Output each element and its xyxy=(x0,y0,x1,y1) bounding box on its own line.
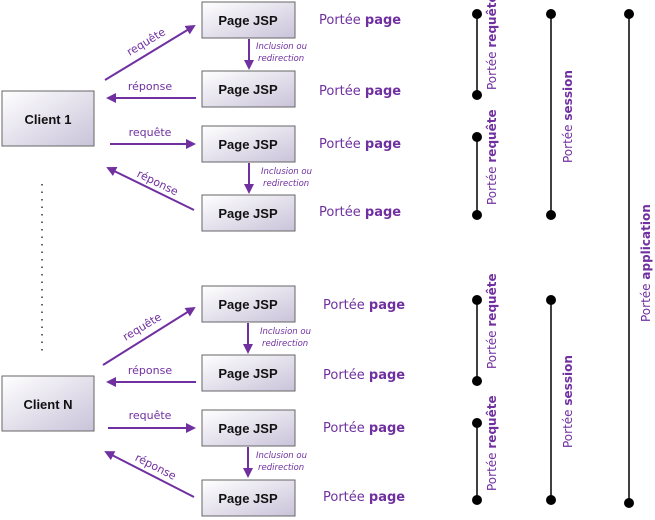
requete-scope-bar: Portée requête xyxy=(472,0,499,100)
inclusion-label-line2: redirection xyxy=(258,54,304,64)
reponse-label: réponse xyxy=(128,364,172,377)
portee-requete-label: Portée requête xyxy=(485,395,499,491)
requete-scope-bar: Portée requête xyxy=(472,273,499,386)
portee-requete-label: Portée requête xyxy=(485,273,499,369)
portee-session-label: Portée session xyxy=(561,70,575,163)
inclusion-label-line2: redirection xyxy=(263,179,309,189)
client-n-label: Client N xyxy=(23,397,72,412)
portee-session-label: Portée session xyxy=(561,355,575,448)
portee-application-label: Portée application xyxy=(639,204,653,322)
reponse-arrow xyxy=(104,451,195,498)
page-box-label: Page JSP xyxy=(218,82,278,97)
portee-page-label: Portée page xyxy=(319,205,401,220)
requete-scope-bar: Portée requête xyxy=(472,395,499,505)
page-box: Page JSP xyxy=(201,1,296,39)
portee-page-label: Portée page xyxy=(319,13,401,28)
portee-page-label: Portée page xyxy=(319,137,401,152)
portee-requete-label: Portée requête xyxy=(485,0,499,90)
portee-page-label: Portée page xyxy=(323,490,405,505)
page-box: Page JSP xyxy=(201,354,296,392)
client-1-label: Client 1 xyxy=(25,112,72,127)
inclusion-label-line1: Inclusion ou xyxy=(256,451,307,461)
inclusion-label-line1: Inclusion ou xyxy=(260,327,311,337)
session-scope-bar: Portée session xyxy=(546,9,575,220)
client-n-box: Client N xyxy=(1,375,95,432)
page-box: Page JSP xyxy=(201,70,296,108)
reponse-label: réponse xyxy=(128,80,172,93)
page-box-label: Page JSP xyxy=(218,421,278,436)
session-scope-bar: Portée session xyxy=(546,295,575,505)
requete-arrow xyxy=(104,24,196,81)
page-box: Page JSP xyxy=(201,479,296,517)
requete-scope-bar: Portée requête xyxy=(472,109,499,220)
inclusion-label-line2: redirection xyxy=(262,339,308,349)
portee-page-label: Portée page xyxy=(323,298,405,313)
page-box: Page JSP xyxy=(201,409,296,447)
page-box: Page JSP xyxy=(201,285,296,323)
application-scope-bar: Portée application xyxy=(624,9,653,508)
inclusion-label-line2: redirection xyxy=(258,463,304,473)
requete-label: requête xyxy=(124,25,168,58)
requete-arrow xyxy=(102,306,196,366)
portee-requete-label: Portée requête xyxy=(485,109,499,205)
page-box-label: Page JSP xyxy=(218,137,278,152)
requete-label: requête xyxy=(120,310,164,343)
page-box-label: Page JSP xyxy=(218,491,278,506)
portee-page-label: Portée page xyxy=(319,84,401,99)
page-box: Page JSP xyxy=(201,125,296,163)
portee-page-label: Portée page xyxy=(323,421,405,436)
page-box-label: Page JSP xyxy=(218,366,278,381)
requete-label: requête xyxy=(129,126,172,139)
page-box: Page JSP xyxy=(201,194,296,232)
reponse-arrow xyxy=(106,167,195,211)
reponse-label: réponse xyxy=(135,167,181,198)
inclusion-label-line1: Inclusion ou xyxy=(261,167,312,177)
page-box-label: Page JSP xyxy=(218,13,278,28)
inclusion-label-line1: Inclusion ou xyxy=(256,42,307,52)
requete-label: requête xyxy=(129,409,172,422)
client-1-box: Client 1 xyxy=(1,90,95,147)
page-box-label: Page JSP xyxy=(218,297,278,312)
portee-page-label: Portée page xyxy=(323,368,405,383)
page-box-label: Page JSP xyxy=(218,206,278,221)
